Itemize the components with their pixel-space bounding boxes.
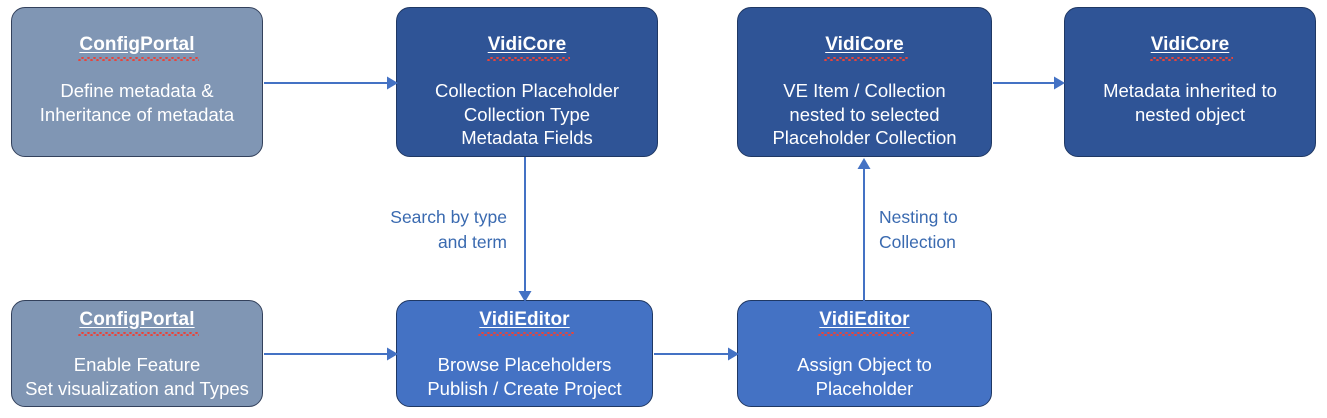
node-body: Enable Feature Set visualization and Typ… xyxy=(25,353,249,399)
node-title: VidiEditor xyxy=(478,309,575,336)
node-title: ConfigPortal xyxy=(78,34,199,61)
arrow-bottom-browse-to-assign xyxy=(653,343,740,365)
node-bottom-videditor-browse[interactable]: VidiEditor Browse Placeholders Publish /… xyxy=(396,300,653,407)
arrow-top-nested-to-inherited xyxy=(992,72,1066,94)
node-body: Assign Object to Placeholder xyxy=(797,353,932,399)
arrow-bottom-configportal-to-videditor xyxy=(263,343,399,365)
node-top-vidicore-placeholder[interactable]: VidiCore Collection Placeholder Collecti… xyxy=(396,7,658,157)
node-title: VidiCore xyxy=(486,34,570,61)
node-title: VidiCore xyxy=(1149,34,1233,61)
node-bottom-videditor-assign[interactable]: VidiEditor Assign Object to Placeholder xyxy=(737,300,992,407)
arrow-down-search-by-type xyxy=(514,157,536,303)
node-title: VidiEditor xyxy=(818,309,915,336)
node-body: Metadata inherited to nested object xyxy=(1103,79,1277,125)
node-top-vidicore-nested[interactable]: VidiCore VE Item / Collection nested to … xyxy=(737,7,992,157)
node-title: VidiCore xyxy=(824,34,908,61)
node-top-configportal[interactable]: ConfigPortal Define metadata & Inheritan… xyxy=(11,7,263,157)
arrow-top-configportal-to-vidicore xyxy=(263,72,399,94)
label-search-by-type-and-term: Search by type and term xyxy=(390,207,507,253)
node-body: Define metadata & Inheritance of metadat… xyxy=(39,79,235,125)
node-body: Browse Placeholders Publish / Create Pro… xyxy=(427,353,622,399)
node-body: Collection Placeholder Collection Type M… xyxy=(434,79,620,149)
arrow-up-nesting-to-collection xyxy=(853,157,875,303)
node-bottom-configportal[interactable]: ConfigPortal Enable Feature Set visualiz… xyxy=(11,300,263,407)
node-body: VE Item / Collection nested to selected … xyxy=(772,79,957,149)
label-nesting-to-collection: Nesting to Collection xyxy=(879,207,958,253)
node-top-vidicore-inherited[interactable]: VidiCore Metadata inherited to nested ob… xyxy=(1064,7,1316,157)
node-title: ConfigPortal xyxy=(78,309,199,336)
